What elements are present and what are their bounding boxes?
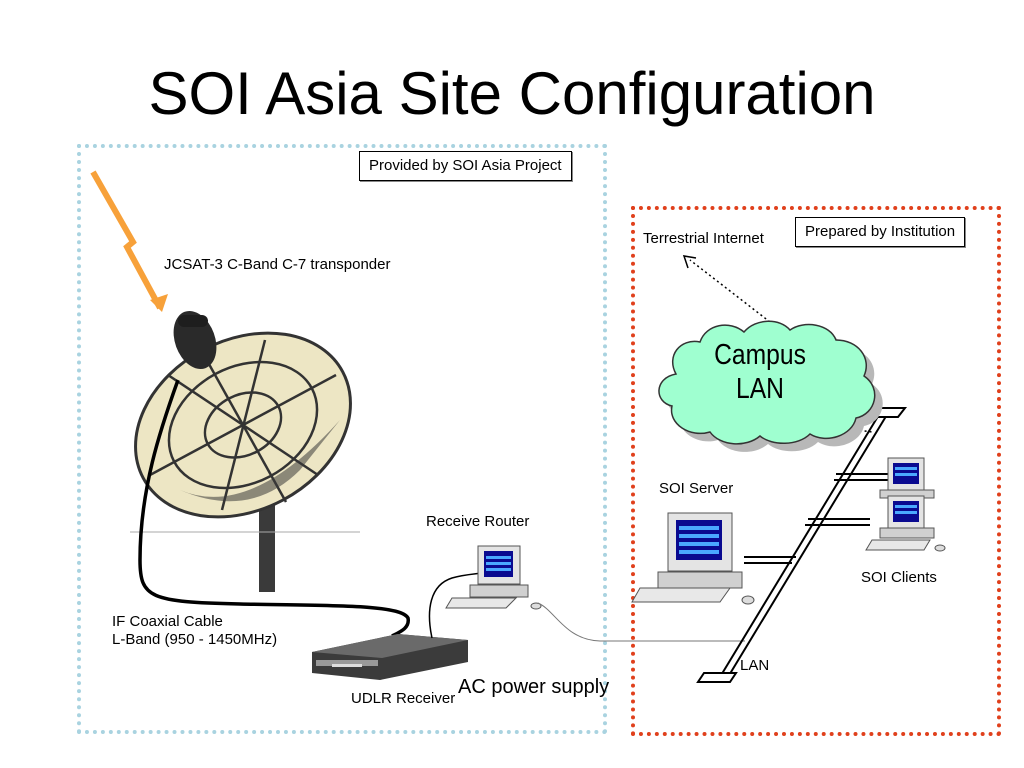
- soi-clients-label: SOI Clients: [861, 569, 937, 586]
- receive-router-label: Receive Router: [426, 513, 530, 530]
- provided-by-label: Provided by SOI Asia Project: [359, 151, 572, 181]
- satellite-signal-icon: [90, 170, 168, 312]
- soi-asia-region: [77, 144, 607, 734]
- udlr-receiver-icon: [312, 634, 468, 680]
- page-title: SOI Asia Site Configuration: [148, 60, 876, 127]
- campus-lan-cloud-icon: [658, 320, 883, 452]
- campus-lan-line1: Campus: [714, 339, 806, 371]
- transponder-label: JCSAT-3 C-Band C-7 transponder: [164, 256, 391, 273]
- soi-client-computer-icon: [865, 495, 946, 552]
- prepared-by-label: Prepared by Institution: [795, 217, 966, 247]
- cable-label-line1: IF Coaxial Cable: [112, 613, 223, 630]
- soi-server-computer-icon: [631, 512, 755, 605]
- soi-client-computer-icon: [879, 457, 935, 499]
- udlr-receiver-label: UDLR Receiver: [351, 690, 456, 707]
- receive-router-computer-icon: [445, 545, 542, 610]
- lan-label: LAN: [740, 657, 770, 674]
- ac-power-supply-label: AC power supply: [458, 676, 610, 698]
- campus-lan-label: Campus LAN: [701, 338, 820, 406]
- terrestrial-internet-label: Terrestrial Internet: [643, 230, 764, 247]
- institution-region: [631, 206, 1001, 736]
- soi-server-label: SOI Server: [659, 480, 734, 497]
- cable-label-line2: L-Band (950 - 1450MHz): [112, 631, 278, 648]
- campus-lan-line2: LAN: [736, 373, 784, 405]
- satellite-dish-icon: [130, 310, 360, 592]
